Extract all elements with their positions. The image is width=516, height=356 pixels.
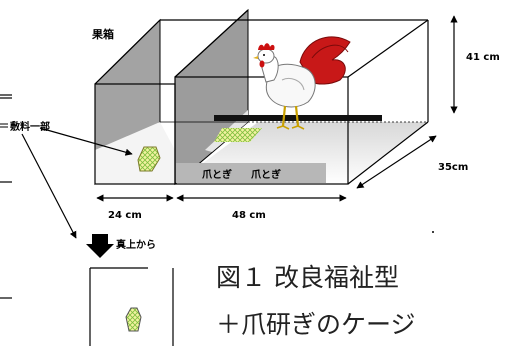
label-scratch-1: 爪とぎ [202, 168, 232, 181]
cage [94, 8, 429, 186]
left-compartment-floor [95, 122, 175, 184]
depth-arrow [356, 135, 437, 189]
scratch-pad-strip [176, 163, 326, 183]
label-width-right: 48 cm [232, 210, 266, 221]
label-from-above: 真上から [116, 238, 156, 251]
dimension-arrows [21, 15, 458, 239]
cage-front-right [174, 76, 349, 185]
label-fruit-box: 果箱 [91, 27, 114, 41]
left-edge-lines [0, 94, 12, 299]
label-litter-part: 敷料一部 [10, 120, 50, 133]
litter-pad-icon [137, 146, 161, 172]
litter-label-group [0, 123, 8, 128]
caption-line-1: 図１ 改良福祉型 [216, 263, 399, 292]
label-scratch-2: 爪とぎ [251, 168, 281, 181]
litter-pointer-arrow [39, 127, 133, 156]
caption-line-2: ＋爪研ぎのケージ [216, 310, 416, 339]
label-height: 41 cm [466, 52, 500, 63]
scratch-mat [214, 128, 262, 142]
down-arrow-icon [86, 234, 114, 258]
label-width-left: 24 cm [108, 210, 142, 221]
top-view [89, 267, 174, 346]
top-view-pad-icon [125, 307, 142, 332]
litter-pointer-arrow-2 [21, 133, 77, 239]
stray-dot [432, 231, 434, 233]
rooster-illustration [253, 36, 351, 130]
label-depth: 35cm [438, 162, 468, 173]
